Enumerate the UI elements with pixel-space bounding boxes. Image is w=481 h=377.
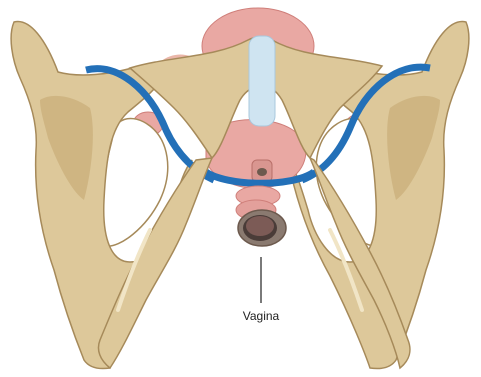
vaginal-opening-rim xyxy=(246,216,274,236)
pubic-symphysis xyxy=(249,36,275,126)
urethra-opening xyxy=(257,168,267,176)
vagina-label: Vagina xyxy=(243,309,280,323)
